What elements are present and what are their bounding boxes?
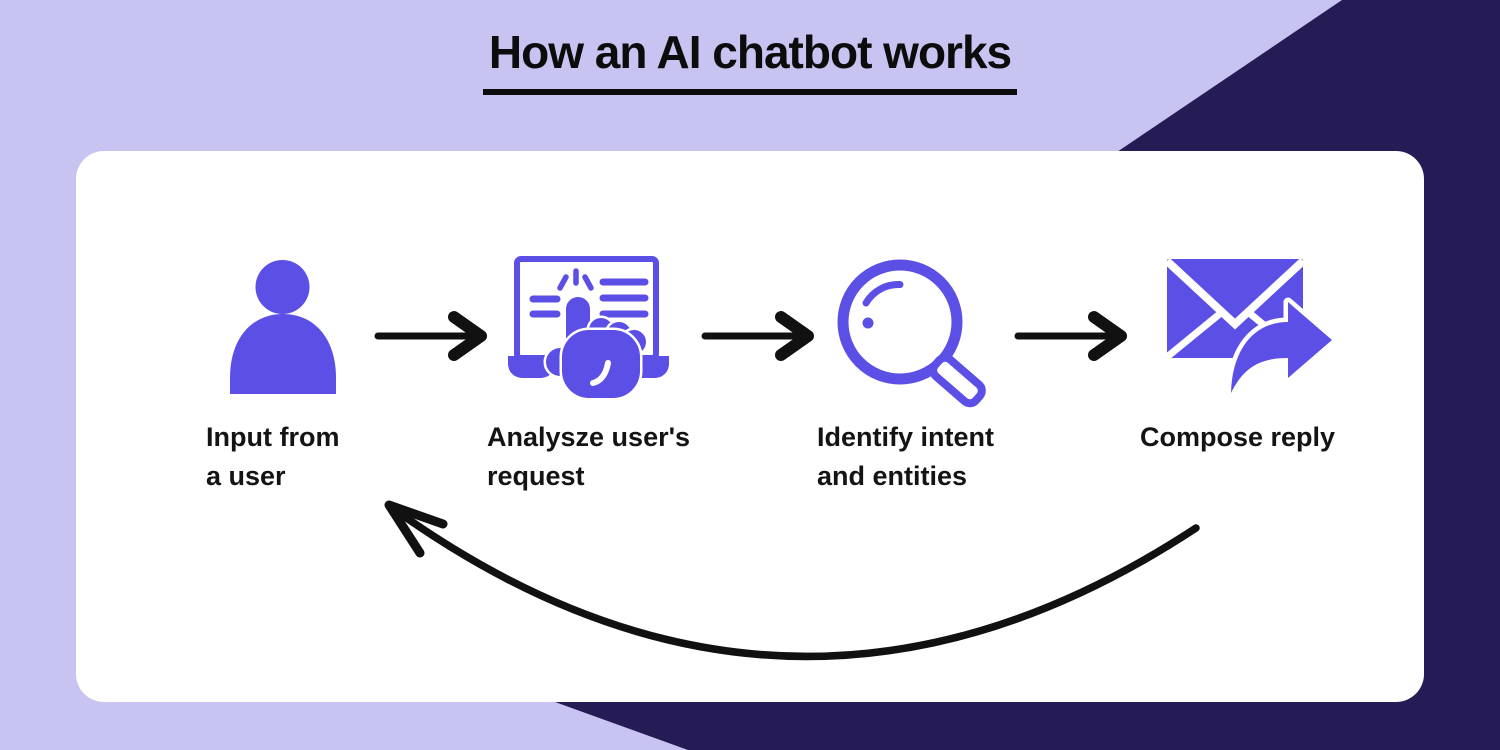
user-icon bbox=[230, 260, 336, 394]
envelope-flap bbox=[1167, 259, 1303, 330]
page-title-text: How an AI chatbot works bbox=[482, 26, 1018, 95]
laptop-base-left bbox=[508, 356, 555, 378]
pointing-hand bbox=[543, 294, 649, 401]
user-body bbox=[230, 314, 336, 394]
diagram-card bbox=[76, 151, 1424, 702]
step-label-input-from-user: Input from a user bbox=[206, 422, 340, 491]
step-label-compose-reply: Compose reply bbox=[1140, 422, 1336, 452]
loop-arrow-curve bbox=[387, 503, 1200, 661]
corner-shape-bottom bbox=[555, 702, 1500, 750]
step-label-analyze-request: Analysze user's request bbox=[487, 422, 691, 491]
flow-arrow-3 bbox=[1014, 311, 1127, 361]
magnifier-shine-dot bbox=[862, 317, 874, 329]
page-title: How an AI chatbot works bbox=[0, 26, 1500, 95]
magnifier-handle bbox=[929, 353, 986, 408]
screen-text-lines bbox=[529, 278, 649, 318]
flow-arrow-2 bbox=[701, 311, 814, 361]
envelope-forward-icon bbox=[1167, 259, 1337, 398]
click-rays bbox=[557, 268, 594, 291]
magnifier-shine-arc bbox=[862, 280, 904, 307]
user-head bbox=[255, 260, 310, 314]
click-laptop-icon bbox=[508, 256, 669, 401]
forward-swoosh-arrow bbox=[1226, 297, 1337, 398]
hand-crease bbox=[590, 360, 611, 386]
magnifier-ring bbox=[837, 259, 963, 385]
loop-arrow bbox=[384, 500, 1200, 661]
loop-arrow-head bbox=[384, 500, 448, 558]
envelope-fold-left bbox=[1167, 309, 1225, 358]
flow-arrow-1 bbox=[374, 311, 487, 361]
magnifier-icon bbox=[837, 259, 986, 408]
step-label-identify-intent: Identify intent and entities bbox=[817, 422, 994, 491]
